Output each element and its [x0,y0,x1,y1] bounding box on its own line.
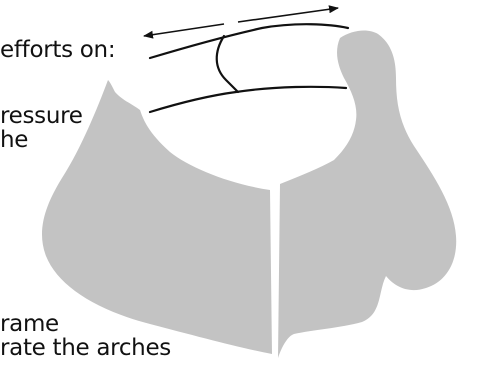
label-rate-the-arches: rate the arches [0,336,171,360]
lower-profile-line [150,87,346,112]
inner-arch-curve [217,36,238,92]
label-efforts-on: efforts on: [0,38,115,62]
label-ressure: ressure [0,104,83,128]
right-arch-shape [278,31,456,358]
upper-profile-line [150,24,348,58]
label-rame: rame [0,312,59,336]
arrow-left-icon [144,24,224,36]
label-he: he [0,128,28,152]
arrow-right-icon [238,8,338,22]
